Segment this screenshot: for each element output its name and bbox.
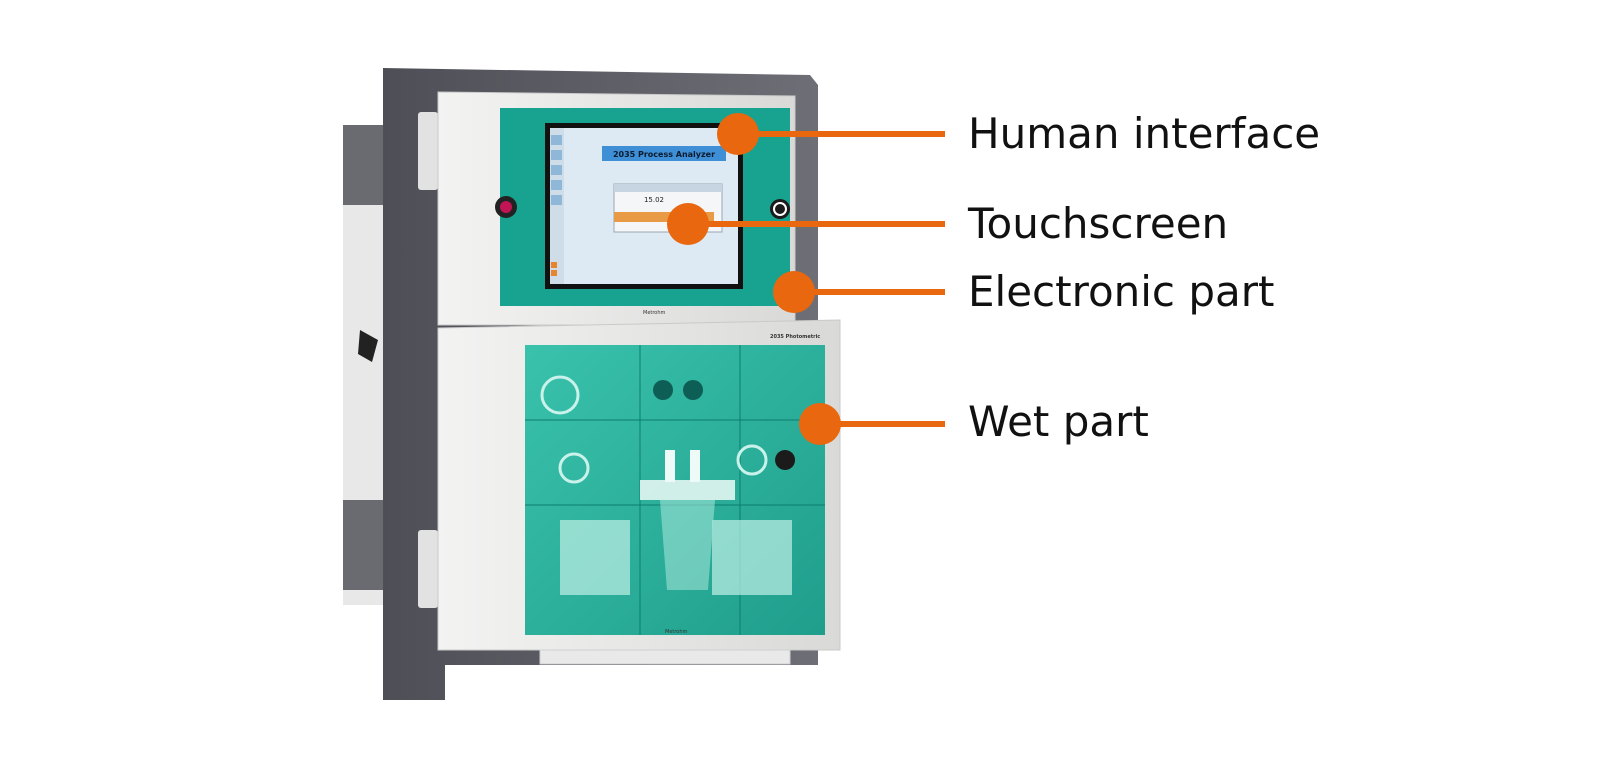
callout-label-human-interface: Human interface xyxy=(968,109,1321,158)
callout-wet-part xyxy=(799,403,945,445)
callout-touchscreen xyxy=(667,203,945,245)
brand-text-upper: Metrohm xyxy=(643,310,666,316)
callout-dot xyxy=(667,203,709,245)
brand-text-lower: Metrohm xyxy=(665,629,688,635)
callout-label-touchscreen: Touchscreen xyxy=(968,199,1229,248)
callout-label-electronic-part: Electronic part xyxy=(968,267,1275,316)
callout-dot xyxy=(773,271,815,313)
wet-part-badge: 2035 Photometric xyxy=(770,334,820,340)
screen-title: 2035 Process Analyzer xyxy=(613,150,715,159)
callout-dot xyxy=(717,113,759,155)
callout-dot xyxy=(799,403,841,445)
callout-electronic-part xyxy=(773,271,945,313)
callout-human-interface xyxy=(717,113,945,155)
callout-label-wet-part: Wet part xyxy=(968,397,1149,446)
touchscreen: 2035 Process Analyzer 15.02 xyxy=(545,123,743,289)
wet-housing: 2035 Photometric Metrohm xyxy=(437,319,841,665)
screen-reading: 15.02 xyxy=(644,196,664,204)
